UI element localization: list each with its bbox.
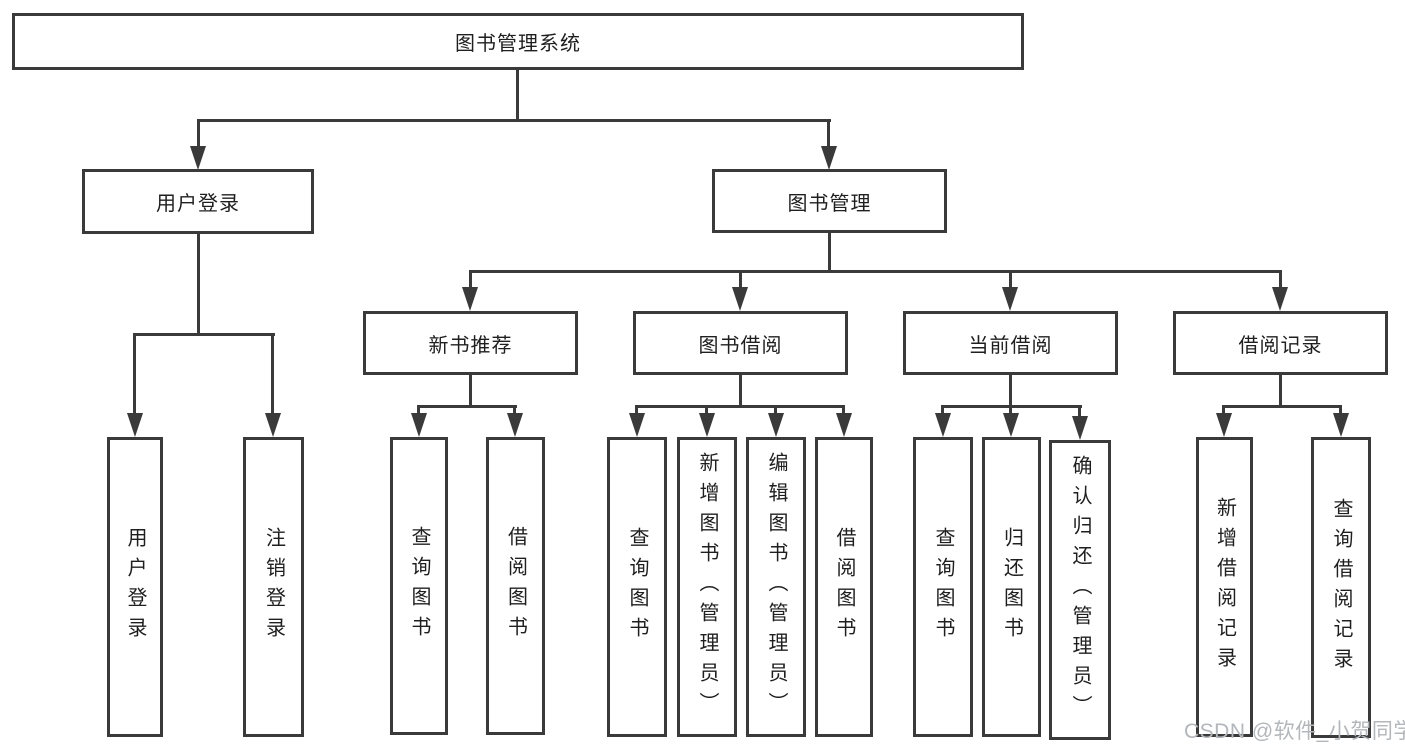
leaf-label: 查询图书 xyxy=(408,526,430,646)
node-leaf-recommend-query-books: 查询图书 xyxy=(390,437,448,735)
arrowhead xyxy=(1072,416,1088,440)
connector-records-stem xyxy=(1279,373,1282,407)
leaf-label: 用户登录 xyxy=(124,527,146,647)
node-book-management: 图书管理 xyxy=(712,169,947,233)
connector-borrow-stem-1 xyxy=(635,405,638,419)
arrowhead xyxy=(629,413,645,437)
node-leaf-recommend-borrow-books: 借阅图书 xyxy=(486,437,545,735)
connector-management-stem xyxy=(828,230,831,272)
leaf-label: 查询图书 xyxy=(932,527,954,647)
node-leaf-user-login: 用户登录 xyxy=(107,437,163,737)
connector-borrow-stem xyxy=(739,373,742,407)
node-book-borrowing-label: 图书借阅 xyxy=(698,334,783,357)
node-leaf-borrow-edit-books: 编辑图书（管理员） xyxy=(746,437,806,737)
leaf-label: 新增图书（管理员） xyxy=(696,452,718,722)
node-new-book-recommendation: 新书推荐 xyxy=(363,311,578,375)
watermark-text: CSDN @软件_小贺同学 xyxy=(1184,720,1405,743)
connector-login-branch xyxy=(133,333,275,336)
connector-borrow-stem-4 xyxy=(842,405,845,419)
arrowhead xyxy=(1272,287,1288,311)
node-current-borrowing: 当前借阅 xyxy=(903,311,1118,375)
connector-borrow-branch xyxy=(635,405,845,408)
connector-login-right-stem xyxy=(271,333,274,418)
node-leaf-records-query-record: 查询借阅记录 xyxy=(1311,437,1371,738)
node-book-borrowing: 图书借阅 xyxy=(633,311,848,375)
arrowhead xyxy=(732,287,748,311)
connector-current-stem-1 xyxy=(941,405,944,419)
connector-borrow-stem-2 xyxy=(705,405,708,419)
connector-records-stem-1 xyxy=(1222,405,1225,419)
connector-borrow-stem-3 xyxy=(774,405,777,419)
arrowhead xyxy=(935,413,951,437)
node-leaf-logout: 注销登录 xyxy=(243,437,304,737)
arrowhead xyxy=(190,146,206,170)
arrowhead xyxy=(127,413,143,437)
arrowhead xyxy=(507,413,523,437)
connector-login-left-stem xyxy=(133,333,136,418)
arrowhead xyxy=(265,413,281,437)
connector-root-stem xyxy=(516,68,519,121)
node-leaf-current-return-books: 归还图书 xyxy=(982,437,1041,737)
connector-management-stem-4 xyxy=(1279,270,1282,290)
connector-current-stem-3 xyxy=(1078,405,1081,419)
arrowhead xyxy=(1002,287,1018,311)
arrowhead xyxy=(411,413,427,437)
node-borrowing-records-label: 借阅记录 xyxy=(1238,334,1323,357)
leaf-label: 归还图书 xyxy=(1000,527,1023,647)
node-root: 图书管理系统 xyxy=(12,13,1024,70)
connector-recommend-branch xyxy=(417,405,517,408)
leaf-label: 注销登录 xyxy=(262,527,285,647)
connector-management-stem-1 xyxy=(469,270,472,290)
connector-management-stem-2 xyxy=(739,270,742,290)
node-new-book-recommendation-label: 新书推荐 xyxy=(428,334,513,357)
arrowhead xyxy=(1216,413,1232,437)
arrowhead xyxy=(768,413,784,437)
leaf-label: 确认归还（管理员） xyxy=(1069,455,1091,725)
arrowhead xyxy=(462,287,478,311)
connector-login-stem xyxy=(197,231,200,335)
connector-records-branch xyxy=(1222,405,1342,408)
connector-current-stem-2 xyxy=(1009,405,1012,419)
connector-recommend-stem xyxy=(469,373,472,407)
node-current-borrowing-label: 当前借阅 xyxy=(968,334,1053,357)
arrowhead xyxy=(836,413,852,437)
arrowhead xyxy=(699,413,715,437)
node-leaf-borrow-query-books: 查询图书 xyxy=(607,437,667,737)
node-user-login-module: 用户登录 xyxy=(82,169,314,234)
node-leaf-current-query-books: 查询图书 xyxy=(913,437,973,737)
leaf-label: 借阅图书 xyxy=(504,526,527,646)
arrowhead xyxy=(1333,413,1349,437)
arrowhead xyxy=(1003,413,1019,437)
connector-records-stem-2 xyxy=(1339,405,1342,419)
node-leaf-borrow-borrow-books: 借阅图书 xyxy=(815,437,873,737)
leaf-label: 查询借阅记录 xyxy=(1330,497,1352,678)
leaf-label: 新增借阅记录 xyxy=(1213,497,1236,677)
connector-root-left-stem xyxy=(197,119,200,152)
node-leaf-borrow-add-books: 新增图书（管理员） xyxy=(677,437,737,737)
node-leaf-records-add-record: 新增借阅记录 xyxy=(1196,437,1253,737)
node-leaf-current-confirm-return: 确认归还（管理员） xyxy=(1049,440,1111,740)
connector-current-stem xyxy=(1009,373,1012,407)
connector-management-stem-3 xyxy=(1009,270,1012,290)
node-user-login-module-label: 用户登录 xyxy=(156,193,240,215)
leaf-label: 编辑图书（管理员） xyxy=(765,452,787,722)
node-root-label: 图书管理系统 xyxy=(455,33,581,55)
connector-management-branch xyxy=(469,270,1281,273)
connector-root-right-stem xyxy=(827,119,830,152)
leaf-label: 查询图书 xyxy=(626,527,648,647)
node-borrowing-records: 借阅记录 xyxy=(1173,311,1388,375)
connector-root-branch xyxy=(198,119,831,122)
connector-recommend-stem-1 xyxy=(417,405,420,419)
connector-recommend-stem-2 xyxy=(513,405,516,419)
leaf-label: 借阅图书 xyxy=(833,527,855,647)
node-book-management-label: 图书管理 xyxy=(787,192,872,215)
arrowhead xyxy=(821,146,837,170)
